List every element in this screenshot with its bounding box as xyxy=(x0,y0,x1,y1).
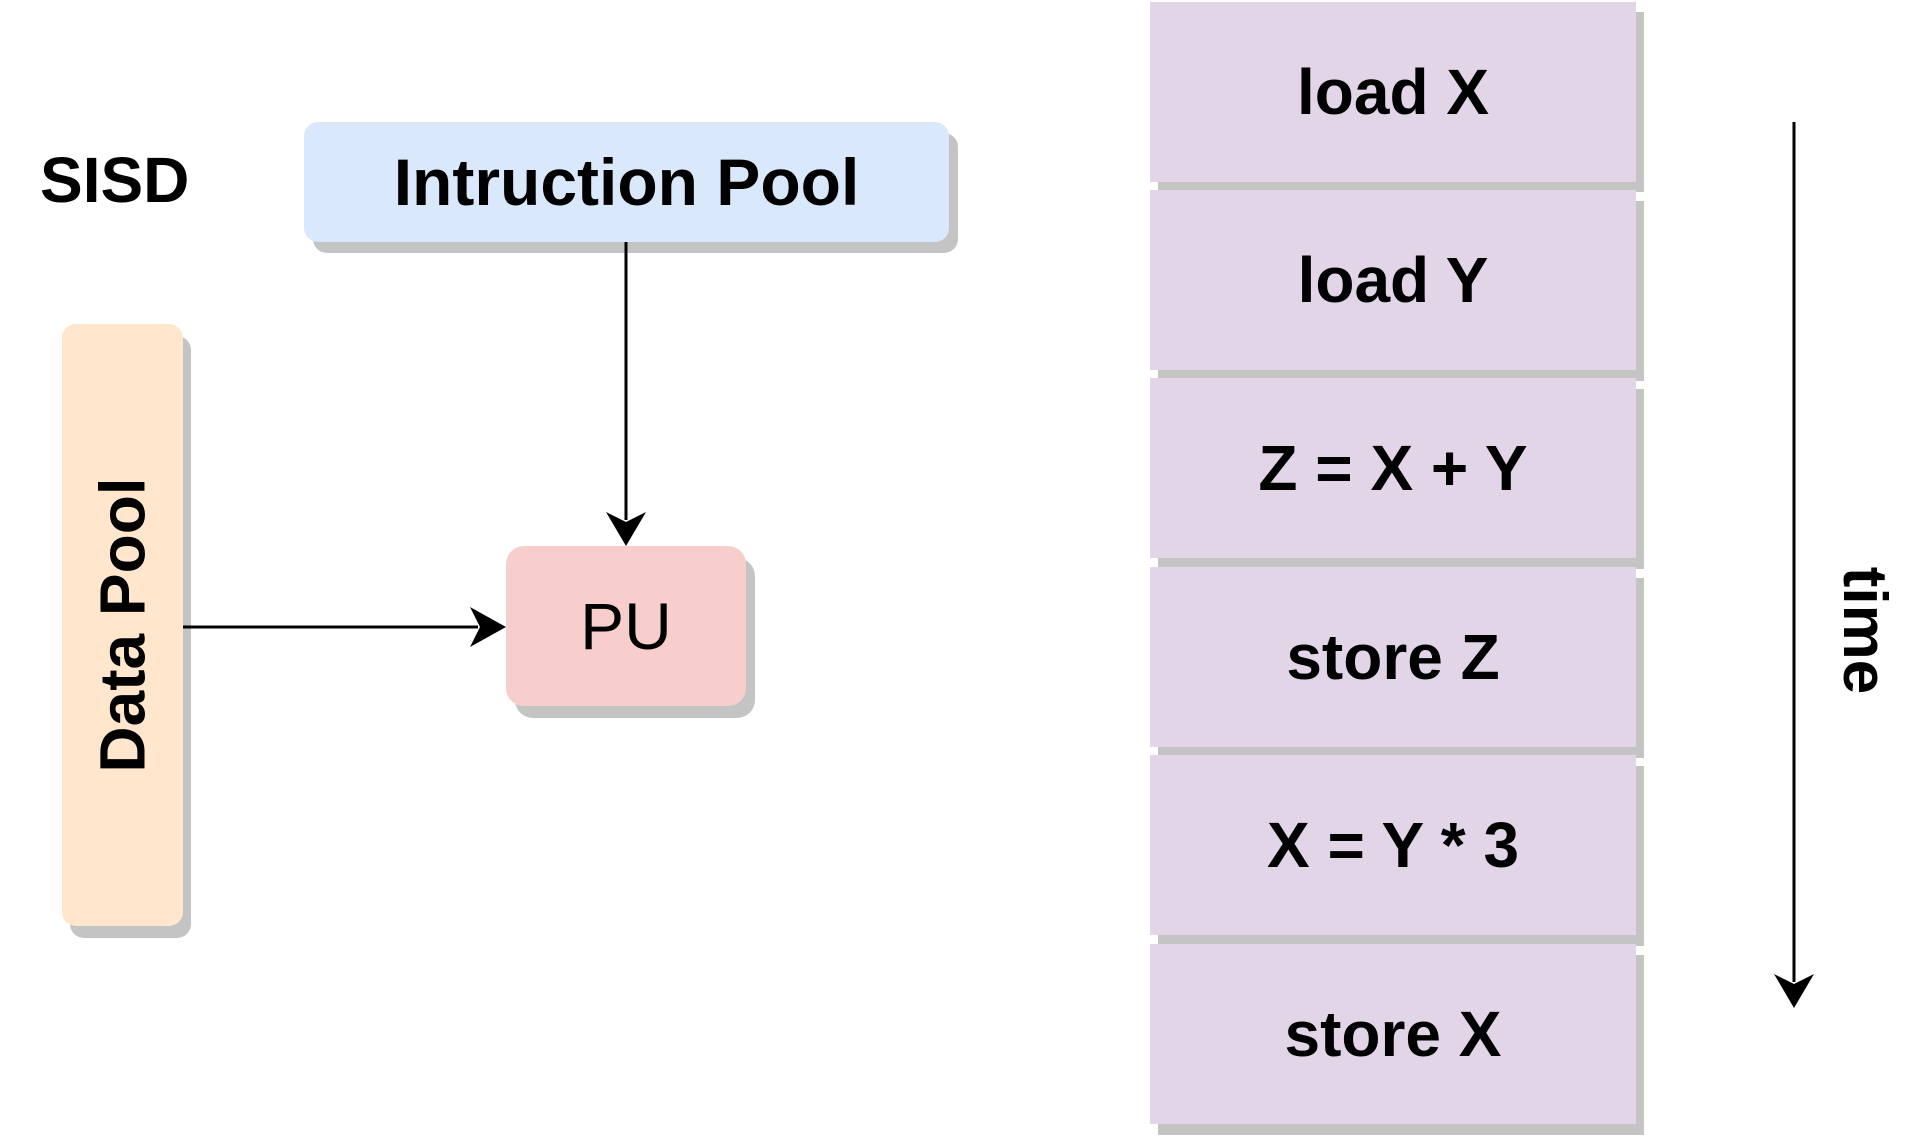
sequence-step: store Z xyxy=(1150,567,1636,747)
instruction-pool-box: Intruction Pool xyxy=(304,122,949,242)
instruction-to-pu-arrowhead xyxy=(606,512,646,546)
instruction-pool-label: Intruction Pool xyxy=(393,145,860,219)
sequence-step: X = Y * 3 xyxy=(1150,755,1636,935)
sequence-step-label: store Z xyxy=(1286,621,1500,693)
diagram-title: SISD xyxy=(40,144,190,216)
time-axis-arrowhead xyxy=(1774,974,1814,1008)
sequence-step: store X xyxy=(1150,944,1636,1124)
sequence-step: load X xyxy=(1150,2,1636,182)
sequence-step-label: store X xyxy=(1284,998,1502,1070)
sequence-step-label: X = Y * 3 xyxy=(1266,809,1520,881)
processing-unit-box: PU xyxy=(506,546,746,706)
sequence-step: Z = X + Y xyxy=(1150,378,1636,558)
data-to-pu-arrowhead xyxy=(470,607,506,647)
sequence-step-label: load Y xyxy=(1297,244,1489,316)
sequence-step-label: Z = X + Y xyxy=(1258,432,1528,504)
sequence-step-label: load X xyxy=(1296,56,1490,128)
data-pool-box: Data Pool xyxy=(62,324,183,926)
sequence-step: load Y xyxy=(1150,190,1636,370)
processing-unit-label: PU xyxy=(580,589,672,663)
